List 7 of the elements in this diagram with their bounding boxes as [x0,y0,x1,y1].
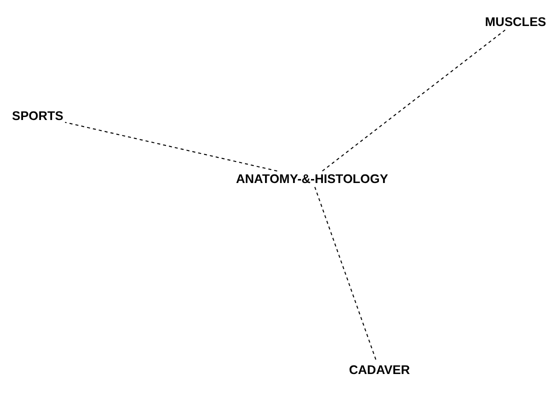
connector-line [314,186,378,362]
connector-line [64,122,278,172]
node-label: ANATOMY-&-HISTOLOGY [236,172,388,186]
node-label: MUSCLES [485,15,546,29]
connector-line [322,30,506,172]
node-label: SPORTS [12,109,64,123]
node-label: CADAVER [349,363,410,377]
